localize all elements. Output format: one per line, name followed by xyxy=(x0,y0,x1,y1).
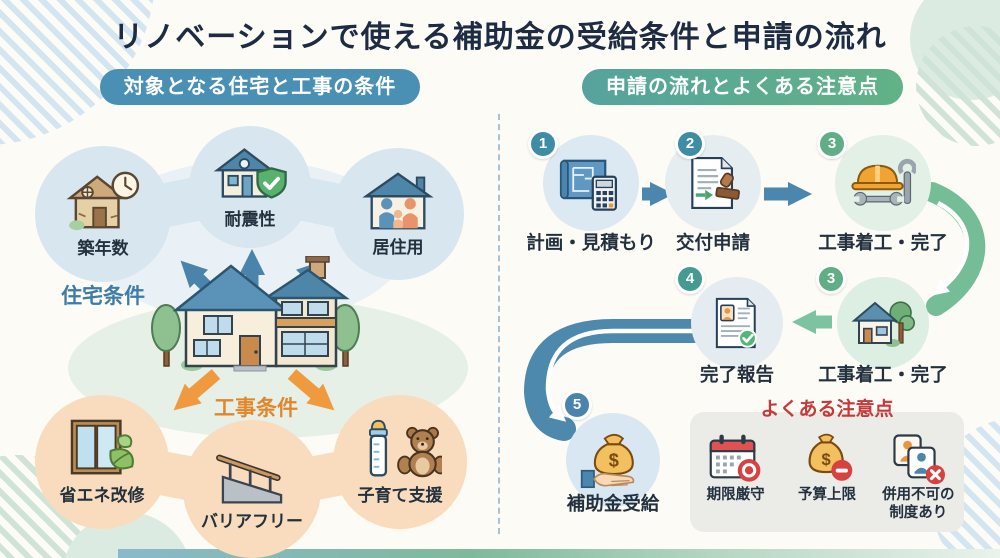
condition-label: 耐震性 xyxy=(224,210,276,229)
house-shield-check-icon xyxy=(213,148,287,199)
condition-label: 省エネ改修 xyxy=(59,486,145,505)
condition-circle-childcare: 子育て支援 xyxy=(333,395,467,529)
step-label: 補助金受給 xyxy=(566,493,660,514)
step-badge: 2 xyxy=(675,129,705,159)
caution-item-budget: $ 予算上限 xyxy=(782,432,872,504)
step-circle-apply xyxy=(665,135,761,231)
step-badge: 5 xyxy=(562,390,592,420)
construction-group-label: 工事条件 xyxy=(214,397,298,420)
step-label: 工事着工・完了 xyxy=(818,364,948,385)
page-title: リノベーションで使える補助金の受給条件と申請の流れ xyxy=(113,21,887,54)
baby-bottle-teddy-icon xyxy=(369,419,442,478)
no-combination-icon xyxy=(893,434,946,485)
money-bag-limit-icon: $ xyxy=(808,433,853,481)
caution-label: 期限厳守 xyxy=(706,487,765,503)
caution-item-deadline: 期限厳守 xyxy=(691,432,781,504)
step-circle-plan xyxy=(543,135,639,231)
old-house-clock-icon xyxy=(66,171,140,231)
hand-money-bag-icon: $ xyxy=(580,433,635,489)
step-circle-construction xyxy=(835,135,931,231)
dollar-symbol: $ xyxy=(609,451,619,471)
condition-circle-earthquake: 耐震性 xyxy=(189,126,311,248)
step-badge: 3 xyxy=(816,264,846,294)
document-stamp-icon xyxy=(691,156,740,210)
blueprint-calculator-icon xyxy=(559,159,617,211)
center-house-illustration xyxy=(148,256,363,372)
step-circle-report xyxy=(691,277,783,369)
step-circle-construction-done xyxy=(837,277,929,369)
step-label: 工事着工・完了 xyxy=(818,232,948,253)
housing-group-label: 住宅条件 xyxy=(61,285,145,308)
caution-label-line2: 制度あり xyxy=(889,505,948,522)
house-icon xyxy=(151,256,360,372)
hardhat-wrench-icon xyxy=(851,158,916,206)
dollar-symbol: $ xyxy=(822,450,831,469)
house-family-icon xyxy=(362,172,434,230)
calendar-deadline-icon xyxy=(709,434,761,482)
step-label: 完了報告 xyxy=(699,364,775,385)
step-badge: 3 xyxy=(817,129,847,159)
decor-bottom-strip xyxy=(118,549,1000,558)
step-label: 計画・見積もり xyxy=(526,232,656,253)
cautions-title: よくある注意点 xyxy=(760,399,894,420)
caution-label: 予算上限 xyxy=(797,487,856,503)
house-tree-icon xyxy=(851,301,915,347)
window-leaf-icon xyxy=(70,419,134,475)
condition-circle-energy: 省エネ改修 xyxy=(35,395,169,529)
left-section-header: 対象となる住宅と工事の条件 xyxy=(100,69,420,105)
barrier-free-ramp-icon xyxy=(216,454,283,504)
condition-label: 居住用 xyxy=(372,238,424,257)
condition-label: 築年数 xyxy=(77,239,129,258)
caution-label: 併用不可の 制度あり xyxy=(882,486,955,522)
caution-label-line1: 併用不可の xyxy=(882,487,955,503)
section-divider xyxy=(498,114,500,534)
report-check-icon xyxy=(715,297,757,349)
cautions-box: 期限厳守 $ 予算上限 併用不可の xyxy=(690,412,964,532)
step-badge: 4 xyxy=(675,264,705,294)
step-label: 交付申請 xyxy=(675,232,751,253)
right-section-header: 申請の流れとよくある注意点 xyxy=(582,69,903,105)
step-badge: 1 xyxy=(528,129,558,159)
condition-label: 子育て支援 xyxy=(357,486,443,505)
condition-circle-building-age: 築年数 xyxy=(35,146,171,282)
condition-circle-residential: 居住用 xyxy=(332,148,464,280)
condition-circle-barrier-free: バリアフリー xyxy=(183,420,321,558)
flow-connectors xyxy=(523,182,986,441)
condition-label: バリアフリー xyxy=(201,512,303,531)
caution-item-no-combination: 併用不可の 制度あり xyxy=(873,432,963,522)
step-circle-receive: $ xyxy=(566,413,660,507)
